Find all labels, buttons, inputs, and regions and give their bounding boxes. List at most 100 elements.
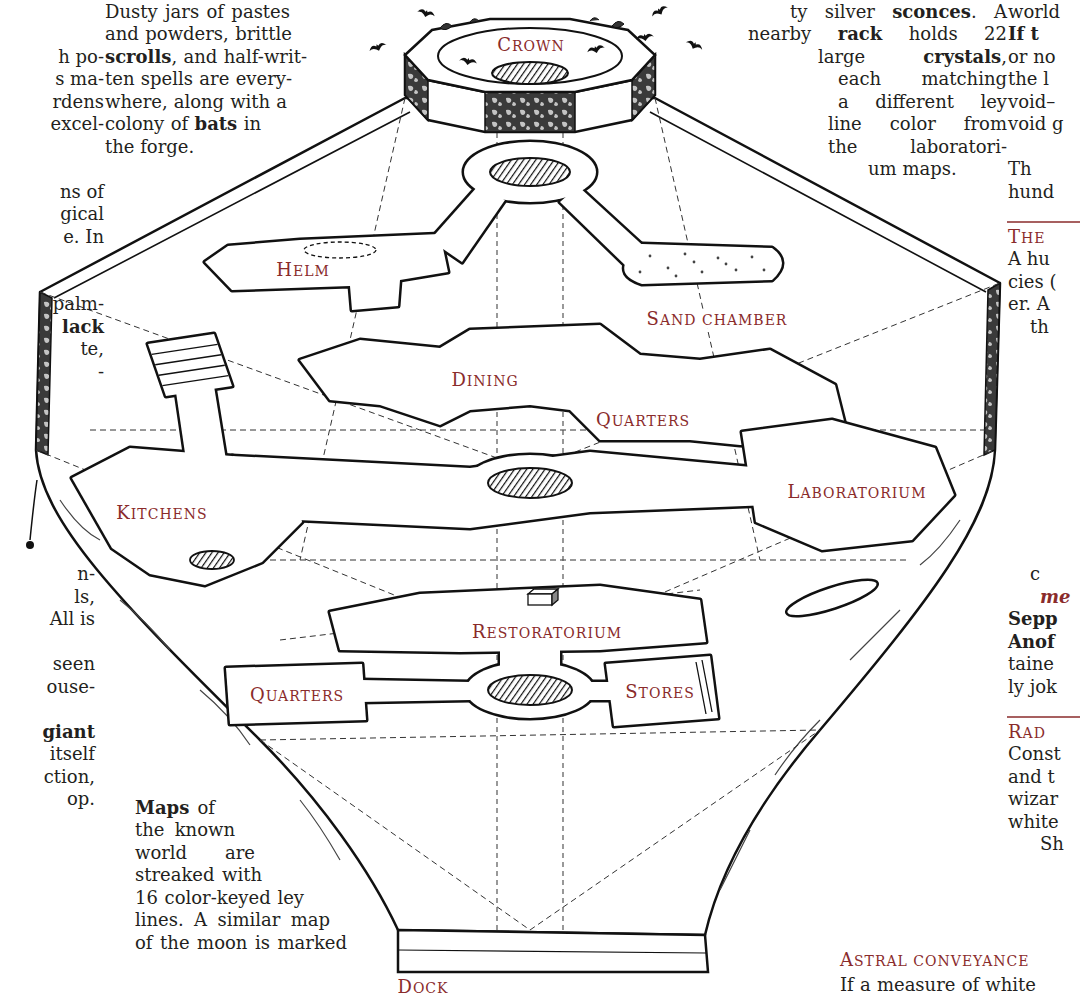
deck-bottom: [330, 586, 706, 652]
cut-text-fragment: world: [1008, 1, 1060, 22]
text-line: ction,: [44, 766, 95, 789]
cut-text-fragment: giant: [43, 721, 96, 742]
deck-bottom: [588, 682, 612, 700]
room-label: HELM: [273, 261, 333, 280]
text-line: the l: [1008, 68, 1049, 91]
cut-text-fragment: c: [1030, 563, 1040, 584]
deck-bottom: [552, 589, 558, 605]
cut-text-fragment: taine: [1008, 653, 1054, 674]
cut-text-fragment: Sh: [1040, 833, 1064, 854]
cut-text-fragment: ls,: [74, 586, 95, 607]
bat: [586, 44, 605, 55]
bat: [368, 41, 387, 54]
hull: [36, 292, 52, 455]
cut-text-fragment: er. A: [1008, 293, 1050, 314]
text-line: ls,: [74, 586, 95, 609]
deck-lower: [72, 334, 954, 585]
cut-text-fragment: n-: [77, 563, 95, 584]
body-text: ty silver: [790, 1, 875, 22]
cut-text-fragment: All is: [50, 608, 95, 629]
body-text: the known: [135, 819, 235, 840]
text-line: If t: [1008, 23, 1039, 46]
body-text: of: [198, 797, 216, 818]
text-line: palm-: [53, 293, 104, 316]
hull: [60, 500, 960, 890]
deck-upper: [205, 234, 448, 310]
deck-upper: [751, 256, 754, 259]
body-text: each matching: [838, 68, 1007, 89]
body-text: the forge.: [105, 136, 194, 157]
body-text: If a measure of white: [840, 974, 1036, 995]
deck-bottom: [226, 664, 366, 724]
text-line: -: [98, 361, 104, 384]
deck-upper: [490, 158, 570, 186]
room-label: QUARTERS: [247, 686, 347, 705]
rule-line: [1007, 222, 1080, 717]
deck-lower: [72, 334, 954, 585]
deck-upper: [430, 186, 505, 262]
rule-line: [1007, 221, 1080, 223]
body-text: of the moon is marked: [135, 932, 347, 953]
cut-text-fragment: void g: [1008, 113, 1064, 134]
text-line: 16 color-keyed ley: [135, 887, 304, 910]
deck-upper: [624, 244, 782, 284]
body-text: sconces: [892, 1, 971, 22]
body-text: large: [818, 46, 865, 67]
body-text: line color from: [828, 113, 1007, 134]
section-heading: RAD: [1008, 721, 1046, 745]
deck-lower: [466, 455, 594, 511]
deck-bottom: [466, 662, 594, 718]
room-label: LABORATORIUM: [785, 483, 930, 502]
room-label: DINING: [448, 371, 521, 390]
text-line: All is: [50, 608, 95, 631]
text-line: a different ley: [838, 91, 1007, 114]
text-line: large crystals,: [818, 46, 1007, 69]
text-line: void–: [1008, 91, 1055, 114]
text-line: s ma-: [55, 68, 104, 91]
text-line: ASTRAL CONVEYANCE: [840, 949, 1030, 973]
text-line: ly jok: [1008, 676, 1057, 699]
text-line: rdens: [52, 91, 104, 114]
text-line: line color from: [828, 113, 1007, 136]
cut-text-fragment: hund: [1008, 181, 1054, 202]
body-text: , and half-writ-: [171, 46, 307, 67]
cut-text-fragment: or no: [1008, 46, 1056, 67]
bat: [650, 4, 669, 19]
section-heading: ASTRAL CONVEYANCE: [840, 949, 1030, 973]
cut-text-fragment: ouse-: [47, 676, 95, 697]
text-line: and powders, brittle: [105, 23, 292, 46]
text-line: colony of bats in: [105, 113, 261, 136]
deck-upper: [763, 269, 766, 272]
deck-bottom: [488, 675, 572, 705]
text-line: scrolls, and half-writ-: [105, 46, 307, 69]
crown-tower: [438, 28, 622, 84]
cut-text-fragment: and t: [1008, 766, 1055, 787]
body-text: scrolls: [105, 46, 171, 67]
deck-lower: [190, 551, 234, 569]
deck-bottom: [500, 648, 560, 666]
body-text: rack: [838, 23, 883, 44]
cut-text-fragment: cies (: [1008, 271, 1056, 292]
room-label: QUARTERS: [593, 411, 693, 430]
text-line: n-: [77, 563, 95, 586]
deck-upper: [693, 261, 696, 264]
text-line: giant: [43, 721, 96, 744]
hidden-edge: [260, 730, 820, 930]
deck-upper: [205, 142, 782, 310]
deck-bottom: [466, 662, 594, 718]
deck-bottom: [696, 660, 712, 714]
cut-text-fragment: palm-: [53, 293, 104, 314]
text-line: um maps.: [868, 158, 957, 181]
deck-lower: [176, 386, 226, 460]
body-text: in: [244, 113, 261, 134]
body-text: ten spells are every-: [105, 68, 292, 89]
cut-text-fragment: me: [1040, 586, 1071, 607]
text-line: excel-: [51, 113, 104, 136]
text-line: of the moon is marked: [135, 932, 347, 955]
text-line: the known: [135, 819, 235, 842]
cut-text-fragment: th: [1030, 316, 1049, 337]
cut-text-fragment: ction,: [44, 766, 95, 787]
room-label: STORES: [622, 683, 698, 702]
body-text: world are: [135, 842, 255, 863]
